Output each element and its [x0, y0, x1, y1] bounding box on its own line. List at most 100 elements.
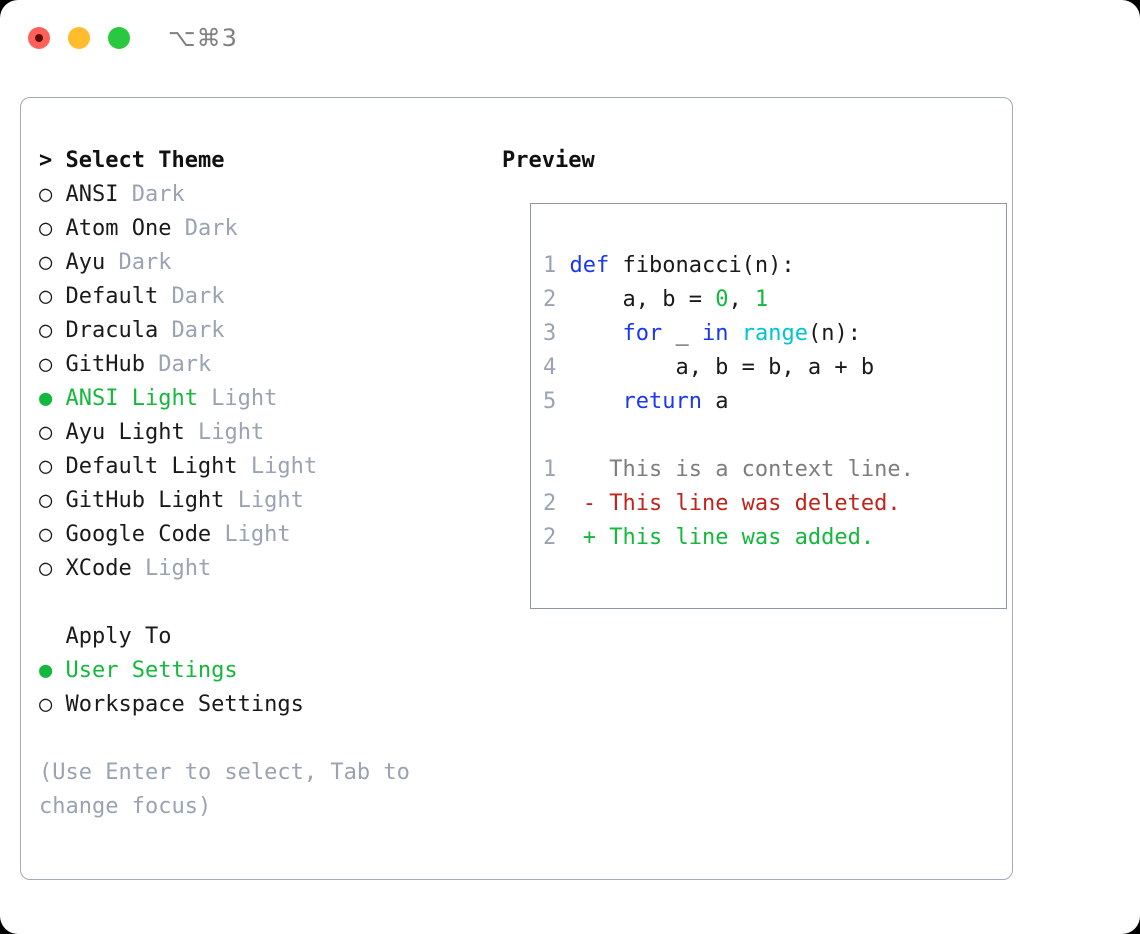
theme-option-variant: Dark: [158, 352, 212, 377]
code-line-number: 5: [543, 389, 557, 414]
gutter-gap: [556, 355, 569, 380]
theme-option-variant: Light: [250, 454, 318, 479]
radio-unselected-icon: ○: [39, 250, 53, 275]
apply-to-list: ●User Settings○Workspace Settings: [39, 654, 494, 722]
gutter-gap: [556, 287, 569, 312]
code-token-plain: a: [701, 389, 729, 414]
diff-line-ctx: 1 This is a context line.: [543, 453, 1002, 487]
theme-option-ayu[interactable]: ○Ayu Dark: [39, 246, 494, 280]
theme-option-label: Atom One: [65, 216, 172, 241]
theme-option-default-light[interactable]: ○Default Light Light: [39, 450, 494, 484]
section-spacer: [39, 586, 494, 620]
title-bar: ⌥⌘3: [0, 0, 1140, 76]
label-variant-gap: [238, 454, 251, 479]
diff-gutter-gap: [556, 491, 583, 516]
radio-unselected-icon: ○: [39, 692, 53, 717]
apply-to-option-user-settings[interactable]: ●User Settings: [39, 654, 494, 688]
theme-option-xcode[interactable]: ○XCode Light: [39, 552, 494, 586]
diff-gutter-gap: [556, 525, 583, 550]
theme-option-github[interactable]: ○GitHub Dark: [39, 348, 494, 382]
theme-option-label: XCode: [65, 556, 132, 581]
code-line: 1 def fibonacci(n):: [543, 249, 1002, 283]
theme-option-variant: Light: [237, 488, 304, 513]
theme-option-variant: Light: [197, 420, 265, 445]
diff-line-number: 2: [543, 491, 557, 516]
heading-caret: >: [39, 148, 66, 173]
radio-unselected-icon: ○: [39, 216, 53, 241]
code-line-number: 1: [543, 253, 557, 278]
code-token-kw: def: [569, 253, 610, 278]
radio-unselected-icon: ○: [39, 420, 53, 445]
label-variant-gap: [105, 250, 118, 275]
diff-line-text: This line was deleted.: [609, 491, 901, 516]
diff-marker-icon: -: [582, 491, 596, 516]
theme-option-variant: Light: [211, 386, 278, 411]
label-variant-gap: [145, 352, 158, 377]
radio-unselected-icon: ○: [39, 352, 53, 377]
theme-option-variant: Dark: [171, 318, 225, 343]
diff-marker-gap: [596, 457, 609, 482]
theme-option-github-light[interactable]: ○ GitHub Light Light: [39, 484, 494, 518]
theme-option-atom-one[interactable]: ○ Atom One Dark: [39, 212, 494, 246]
theme-option-ayu-light[interactable]: ○ Ayu Light Light: [39, 416, 494, 450]
apply-to-heading-indent: [39, 620, 65, 654]
theme-option-google-code[interactable]: ○Google Code Light: [39, 518, 494, 552]
theme-option-label: Ayu: [65, 250, 106, 275]
label-variant-gap: [171, 216, 184, 241]
diff-marker-gap: [596, 491, 609, 516]
label-variant-gap: [158, 284, 171, 309]
radio-unselected-icon: ○: [39, 318, 53, 343]
gutter-gap: [556, 253, 569, 278]
code-line-number: 4: [543, 355, 557, 380]
theme-picker-heading: > Select Theme: [39, 144, 494, 178]
apply-to-heading-text: Apply To: [65, 624, 172, 649]
apply-to-heading: Apply To: [39, 620, 494, 654]
diff-gutter-gap: [556, 457, 583, 482]
code-token-fn: range: [741, 321, 808, 346]
heading-text: Select Theme: [65, 148, 225, 173]
label-variant-gap: [118, 182, 131, 207]
minimize-window-button[interactable]: [68, 27, 90, 49]
theme-option-dracula[interactable]: ○ Dracula Dark: [39, 314, 494, 348]
diff-line-text: This is a context line.: [609, 457, 914, 482]
label-variant-gap: [158, 318, 171, 343]
main-panel: > Select Theme ○ANSI Dark○Atom One Dark○…: [20, 97, 1013, 880]
code-token-num: 0: [715, 287, 729, 312]
code-token-plain: a, b =: [569, 287, 716, 312]
preview-column: Preview 1 def fibonacci(n):2 a, b = 0, 1…: [502, 144, 1007, 609]
apply-to-option-workspace-settings[interactable]: ○Workspace Settings: [39, 688, 494, 722]
label-variant-gap: [224, 488, 237, 513]
code-line: 2 a, b = 0, 1: [543, 283, 1002, 317]
radio-unselected-icon: ○: [39, 284, 53, 309]
keyboard-shortcut-label: ⌥⌘3: [168, 24, 238, 52]
radio-unselected-icon: ○: [39, 522, 53, 547]
theme-option-label: Ayu Light: [65, 420, 185, 445]
theme-option-variant: Light: [144, 556, 212, 581]
code-token-plain: [569, 389, 622, 414]
theme-option-label: Dracula: [65, 318, 159, 343]
label-variant-gap: [185, 420, 198, 445]
hint-spacer: [39, 722, 494, 756]
code-token-plain: [569, 321, 622, 346]
code-token-kw: return: [622, 389, 702, 414]
theme-option-label: GitHub Light: [65, 488, 225, 513]
theme-option-variant: Dark: [184, 216, 238, 241]
code-line: 5 return a: [543, 385, 1002, 419]
theme-option-ansi[interactable]: ○ANSI Dark: [39, 178, 494, 212]
code-token-num: 1: [754, 287, 769, 312]
theme-option-default[interactable]: ○ Default Dark: [39, 280, 494, 314]
diff-line-add: 2 + This line was added.: [543, 521, 1002, 555]
theme-option-variant: Dark: [171, 284, 225, 309]
diff-line-del: 2 - This line was deleted.: [543, 487, 1002, 521]
diff-marker-icon: +: [582, 525, 596, 550]
theme-option-label: Default: [65, 284, 159, 309]
maximize-window-button[interactable]: [108, 27, 130, 49]
code-token-kw: for: [622, 321, 663, 346]
theme-list: ○ANSI Dark○Atom One Dark○Ayu Dark○Defaul…: [39, 178, 494, 586]
theme-option-ansi-light[interactable]: ●ANSI Light Light: [39, 382, 494, 416]
close-window-button[interactable]: [28, 27, 50, 49]
radio-unselected-icon: ○: [39, 488, 53, 513]
radio-selected-icon: ●: [39, 658, 53, 683]
code-line: 4 a, b = b, a + b: [543, 351, 1002, 385]
